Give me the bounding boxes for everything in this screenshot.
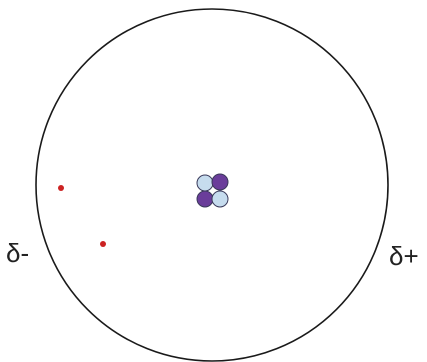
nucleus — [197, 174, 228, 207]
partial-negative-label: δ- — [6, 240, 29, 266]
proton-particle — [197, 191, 213, 207]
electron-particle — [58, 185, 64, 191]
neutron-particle — [197, 175, 213, 191]
partial-positive-label: δ+ — [389, 243, 419, 269]
electron-particle — [100, 241, 106, 247]
proton-particle — [212, 174, 228, 190]
neutron-particle — [212, 191, 228, 207]
